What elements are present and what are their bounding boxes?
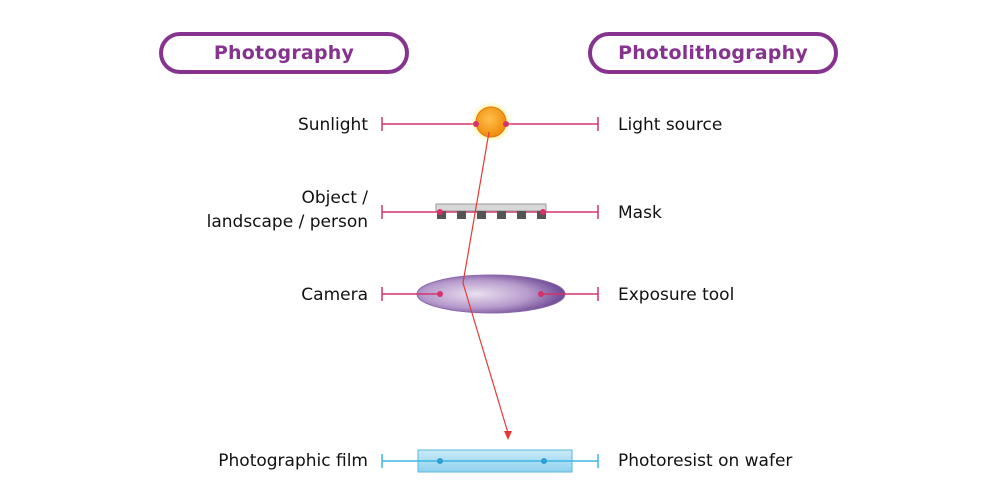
ray-arrowhead-icon	[504, 431, 512, 440]
label-photographic-film: Photographic film	[218, 451, 368, 471]
connector-dot-right	[538, 291, 544, 297]
row-mask	[381, 203, 599, 219]
row-film	[381, 449, 599, 473]
label-camera: Camera	[301, 285, 368, 305]
label-mask: Mask	[618, 203, 662, 223]
connector-dot-left	[437, 291, 443, 297]
label-photoresist: Photoresist on wafer	[618, 451, 793, 471]
connector-dot-left	[437, 209, 443, 215]
label-object-line2: landscape / person	[206, 212, 368, 232]
label-exposure-tool: Exposure tool	[618, 285, 735, 305]
photography-header: Photography	[159, 32, 409, 74]
row-sunlight	[381, 101, 599, 143]
sun-icon	[475, 106, 507, 138]
connector-dot-right	[503, 121, 509, 127]
label-light-source: Light source	[618, 115, 723, 135]
light-ray	[462, 131, 512, 440]
connector-dot-left	[473, 121, 479, 127]
label-object: Object / landscape / person	[207, 186, 368, 234]
label-sunlight: Sunlight	[297, 115, 368, 135]
row-lens	[381, 274, 599, 314]
connector-dot-right	[540, 209, 546, 215]
label-object-line1: Object /	[301, 188, 369, 208]
mask-plate	[435, 203, 547, 212]
connector-dot-left	[437, 458, 443, 464]
photolithography-header: Photolithography	[588, 32, 838, 74]
mask-pattern	[437, 211, 546, 219]
ray-path	[462, 131, 509, 434]
connector-dot-right	[541, 458, 547, 464]
